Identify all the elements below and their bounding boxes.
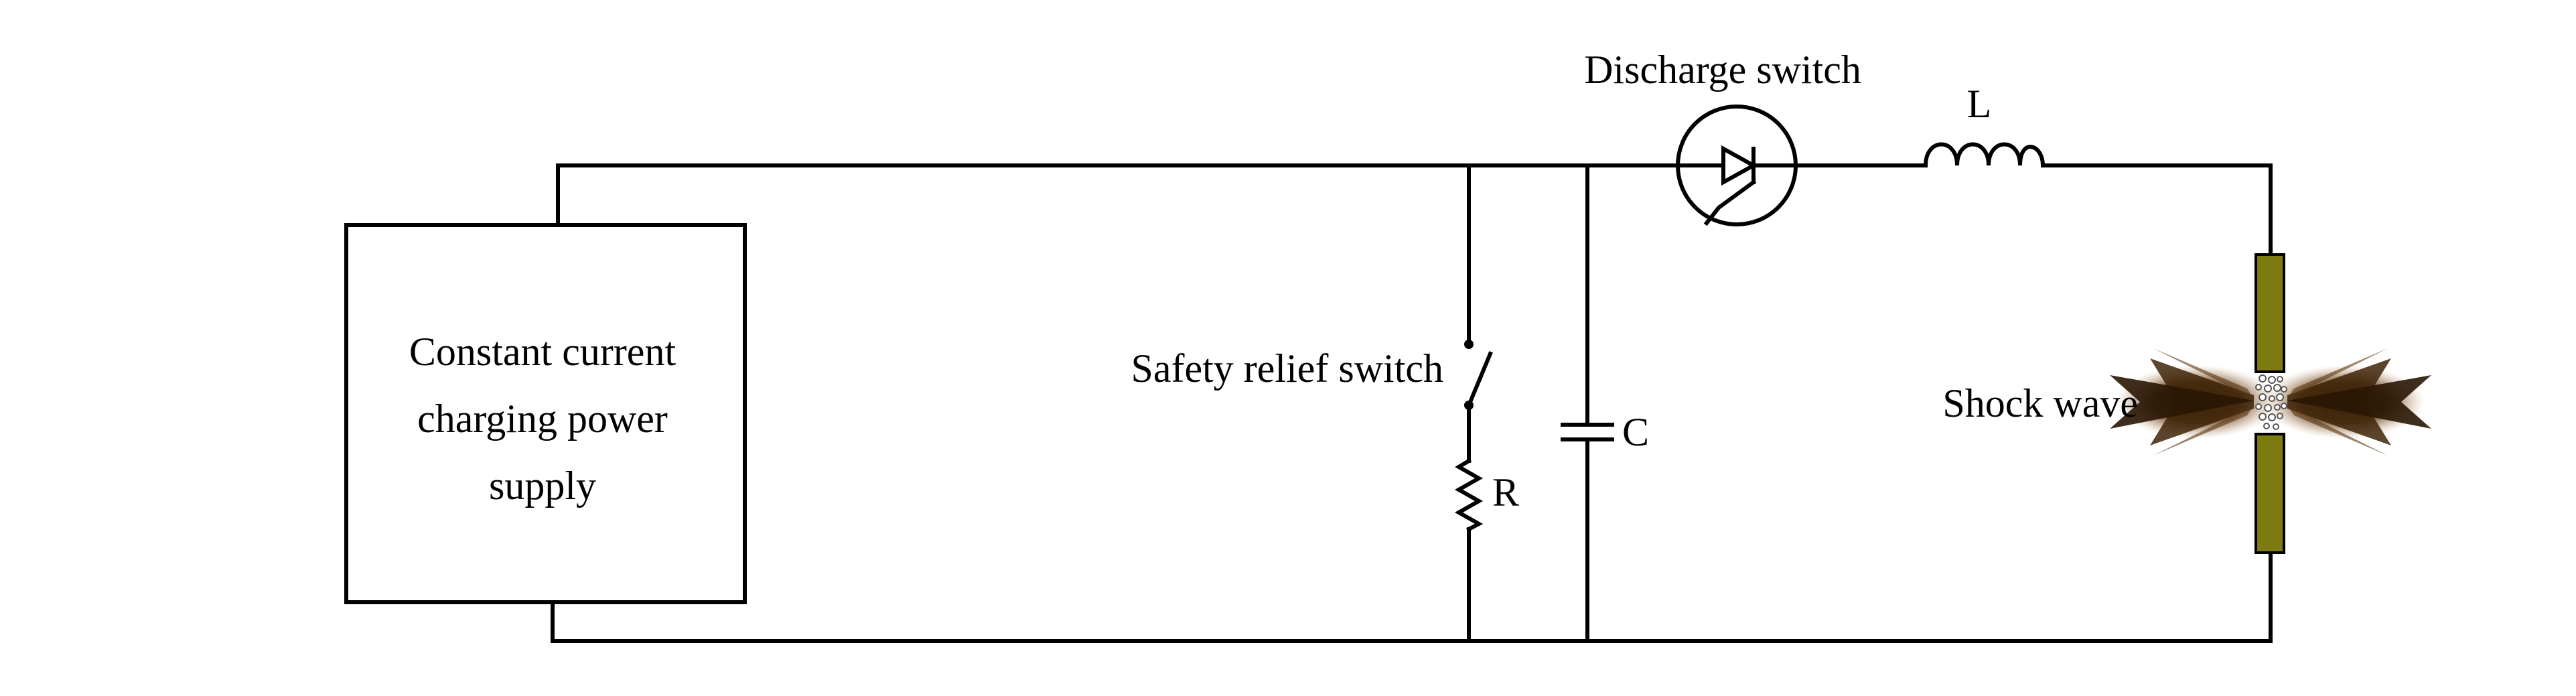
power-supply-box: [344, 223, 747, 604]
top-wire: [556, 163, 2273, 257]
power-supply-label-line-1: Constant current: [409, 330, 676, 374]
inductor-label: L: [1967, 82, 1992, 126]
switch-blade: [1466, 351, 1493, 408]
bottom-wire: [551, 551, 2273, 643]
discharge-switch-label: Discharge switch: [1584, 48, 1861, 92]
shock-wave-left: [2110, 348, 2277, 456]
capacitor: C: [1561, 163, 1649, 643]
electrode-top: [2255, 253, 2285, 373]
electrode-bottom: [2255, 433, 2285, 554]
capacitor-label: C: [1622, 410, 1649, 454]
safety-relief-switch: Safety relief switch: [1131, 163, 1493, 463]
power-supply-label-line-3: supply: [489, 464, 596, 508]
inductor: L: [1923, 82, 2046, 168]
power-supply-label-line-2: charging power: [417, 397, 668, 441]
shock-wave-load: Shock wave: [1942, 253, 2431, 554]
safety-switch-label: Safety relief switch: [1131, 346, 1444, 391]
resistor-label: R: [1492, 470, 1519, 514]
shock-wave-label: Shock wave: [1942, 381, 2138, 425]
thyristor-gate: [1703, 179, 1757, 226]
shock-wave-right: [2264, 348, 2431, 456]
discharge-switch: Discharge switch: [1584, 48, 1861, 226]
switch-contact-top: [1464, 340, 1474, 349]
resistor: R: [1454, 458, 1519, 643]
thyristor-triangle: [1721, 145, 1758, 186]
power-supply: Constant current charging power supply: [344, 223, 747, 604]
gap-bubbles: [2255, 374, 2287, 430]
